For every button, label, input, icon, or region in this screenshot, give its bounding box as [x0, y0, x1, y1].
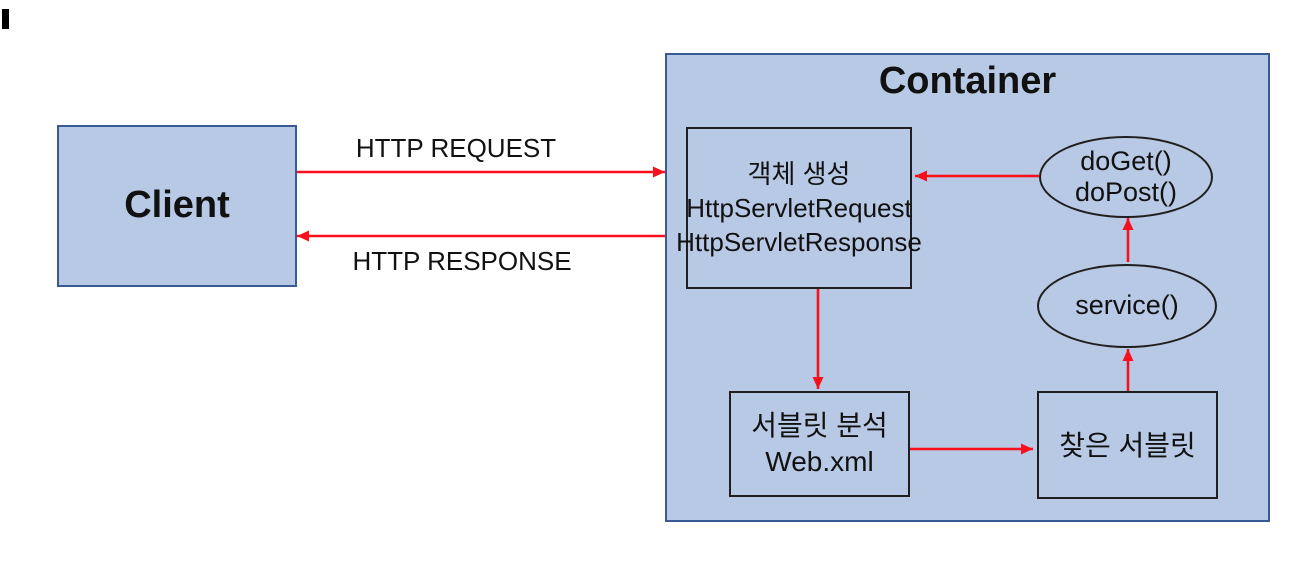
- doget-label: doGet(): [1080, 146, 1172, 176]
- service-ellipse: service(): [1037, 264, 1217, 348]
- object-creation-line1: 객체 생성: [747, 159, 851, 189]
- object-creation-line3: HttpServletResponse: [676, 227, 922, 257]
- http-request-label: HTTP REQUEST: [355, 133, 557, 163]
- servlet-analysis-line1: 서블릿 분석: [751, 410, 888, 441]
- service-label: service(): [1075, 290, 1179, 321]
- corner-artifact-mark: [2, 9, 9, 29]
- object-creation-box: 객체 생성 HttpServletRequest HttpServletResp…: [676, 127, 922, 289]
- found-servlet-box: 찾은 서블릿: [1037, 391, 1218, 499]
- servlet-analysis-line2: Web.xml: [765, 446, 874, 477]
- client-box: Client: [57, 125, 297, 287]
- doget-dopost-ellipse: doGet() doPost(): [1039, 136, 1213, 218]
- found-servlet-label: 찾은 서블릿: [1059, 429, 1196, 461]
- http-response-label: HTTP RESPONSE: [352, 246, 572, 276]
- client-label: Client: [124, 184, 230, 227]
- servlet-analysis-box: 서블릿 분석 Web.xml: [729, 391, 910, 497]
- container-title: Container: [878, 60, 1057, 102]
- object-creation-line2: HttpServletRequest: [686, 193, 912, 223]
- dopost-label: doPost(): [1074, 177, 1178, 207]
